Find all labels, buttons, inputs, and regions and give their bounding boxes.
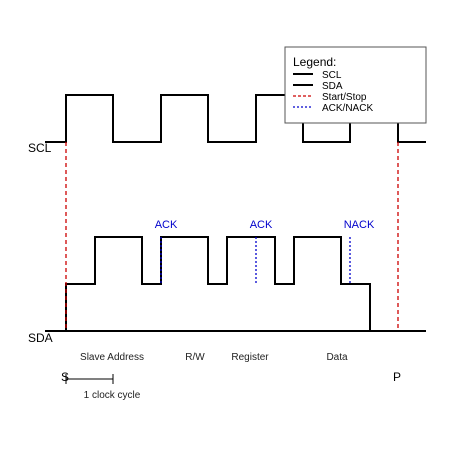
- scale-bar-label: 1 clock cycle: [84, 390, 141, 401]
- ack-label-1: ACK: [155, 219, 178, 231]
- stop-marker: P: [393, 370, 401, 384]
- section-rw: R/W: [185, 352, 205, 363]
- section-slave-address: Slave Address: [80, 352, 144, 363]
- legend: Legend: SCL SDA Start/Stop ACK/NACK: [284, 46, 427, 124]
- section-register: Register: [231, 352, 269, 363]
- section-data: Data: [326, 352, 348, 363]
- legend-label-ack: ACK/NACK: [322, 103, 373, 114]
- nack-label: NACK: [344, 219, 375, 231]
- scl-label: SCL: [28, 141, 52, 155]
- legend-label-start-stop: Start/Stop: [322, 92, 367, 103]
- ack-label-2: ACK: [250, 219, 273, 231]
- legend-label-scl: SCL: [322, 70, 342, 81]
- legend-label-sda: SDA: [322, 81, 343, 92]
- legend-box: [284, 46, 427, 124]
- legend-title: Legend:: [293, 55, 336, 69]
- sda-label: SDA: [28, 331, 53, 345]
- scale-bar: [65, 374, 114, 384]
- start-marker: S: [61, 370, 69, 384]
- sda-waveform: [65, 236, 371, 331]
